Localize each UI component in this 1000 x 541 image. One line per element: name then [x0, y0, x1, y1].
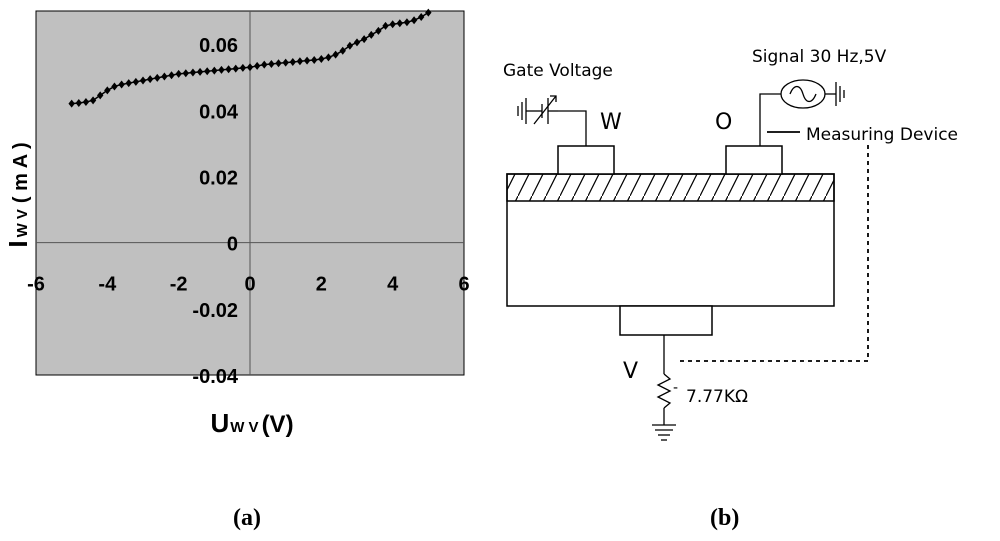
data-point — [410, 16, 418, 25]
y-axis-label: I W V ( m A ) — [3, 142, 33, 247]
data-point — [418, 12, 425, 21]
data-point — [118, 80, 125, 89]
data-point — [282, 58, 289, 67]
data-point — [296, 57, 304, 66]
y-tick-label: -0.04 — [192, 366, 238, 388]
data-point — [346, 41, 354, 50]
signal-source — [759, 79, 845, 146]
data-point — [68, 99, 75, 108]
iv-chart: -6 -4 -2 0 2 4 6 0.06 0.04 0.02 0 -0.02 -0.04 I W V ( … — [3, 8, 470, 438]
data-point — [332, 50, 339, 59]
data-point — [360, 35, 368, 44]
data-point — [318, 54, 325, 63]
data-point — [368, 30, 375, 39]
data-point — [311, 55, 318, 64]
figure-b-label: (b) — [710, 505, 740, 531]
x-tick-label: 4 — [387, 274, 399, 296]
y-tick-label: 0.06 — [199, 35, 238, 57]
gate-voltage-source — [517, 95, 587, 146]
resistor-dash: - — [673, 380, 678, 396]
data-point — [275, 59, 282, 68]
data-point — [132, 77, 140, 86]
data-point — [425, 8, 432, 17]
x-tick-label: 2 — [316, 274, 327, 296]
data-point — [253, 61, 261, 70]
data-point — [225, 65, 232, 74]
data-point — [154, 73, 161, 82]
figure-a-label: (a) — [233, 505, 261, 531]
data-point — [232, 64, 239, 73]
data-series — [68, 8, 432, 108]
x-axis-label: UW V(V) — [210, 408, 293, 438]
data-point — [182, 69, 189, 78]
data-point — [89, 96, 97, 105]
electrode-w — [557, 145, 615, 175]
ground-icon — [652, 424, 676, 441]
data-point — [396, 19, 403, 28]
data-point — [146, 75, 154, 84]
x-axis-label-unit: (V) — [262, 411, 294, 438]
data-point — [97, 91, 104, 100]
data-point — [75, 98, 82, 107]
data-point — [211, 66, 218, 75]
data-point — [289, 57, 296, 66]
y-axis-label-sub: W V — [14, 209, 31, 237]
data-point — [339, 46, 346, 55]
y-tick-label: -0.02 — [192, 300, 238, 322]
data-point — [204, 67, 211, 76]
data-point — [268, 59, 275, 68]
data-point — [125, 79, 132, 88]
electrode-o — [725, 145, 783, 175]
x-axis-label-main: U — [210, 408, 229, 438]
data-point — [382, 21, 389, 30]
measuring-connection-dashed — [676, 145, 869, 362]
x-tick-label: 6 — [458, 274, 469, 296]
gate-voltage-label: Gate Voltage — [503, 61, 613, 81]
measuring-device-label: Measuring Device — [806, 125, 958, 145]
data-point — [261, 60, 268, 69]
data-point — [389, 20, 396, 29]
data-point — [403, 18, 411, 27]
data-point — [353, 38, 361, 47]
y-axis-label-unit: ( m A ) — [10, 142, 32, 203]
data-point — [189, 68, 197, 77]
data-point — [104, 86, 111, 95]
y-tick-label: 0.04 — [199, 101, 239, 123]
dielectric-layer — [506, 173, 835, 202]
data-point — [303, 56, 311, 65]
data-point — [161, 72, 168, 81]
resistor-label: 7.77KΩ — [686, 387, 748, 407]
x-tick-label: 0 — [244, 274, 255, 296]
x-tick-label: -2 — [170, 274, 188, 296]
data-point — [139, 76, 147, 85]
data-point — [325, 53, 332, 62]
data-point — [111, 82, 118, 91]
electrode-v-label: V — [623, 359, 638, 384]
data-point — [82, 98, 90, 106]
x-tick-label: -6 — [27, 274, 45, 296]
x-axis-label-sub: W V — [230, 419, 258, 436]
data-point — [239, 63, 247, 72]
y-axis-label-main: I — [3, 240, 33, 247]
tick-labels: -6 -4 -2 0 2 4 6 0.06 0.04 0.02 0 -0.02 -0.04 — [27, 35, 469, 388]
data-point — [175, 69, 182, 78]
data-point — [196, 67, 204, 76]
data-point — [218, 65, 225, 74]
electrode-o-label: O — [715, 110, 732, 135]
x-tick-label: -4 — [98, 274, 117, 296]
y-tick-label: 0 — [227, 234, 238, 256]
signal-label: Signal 30 Hz,5V — [752, 47, 887, 67]
data-point — [168, 71, 175, 80]
load-resistor — [656, 335, 672, 425]
axes-layer — [36, 11, 464, 375]
electrode-w-label: W — [600, 110, 622, 135]
data-point — [246, 63, 254, 72]
data-point — [375, 26, 382, 35]
y-tick-label: 0.02 — [199, 167, 238, 189]
electrode-v — [619, 305, 713, 336]
